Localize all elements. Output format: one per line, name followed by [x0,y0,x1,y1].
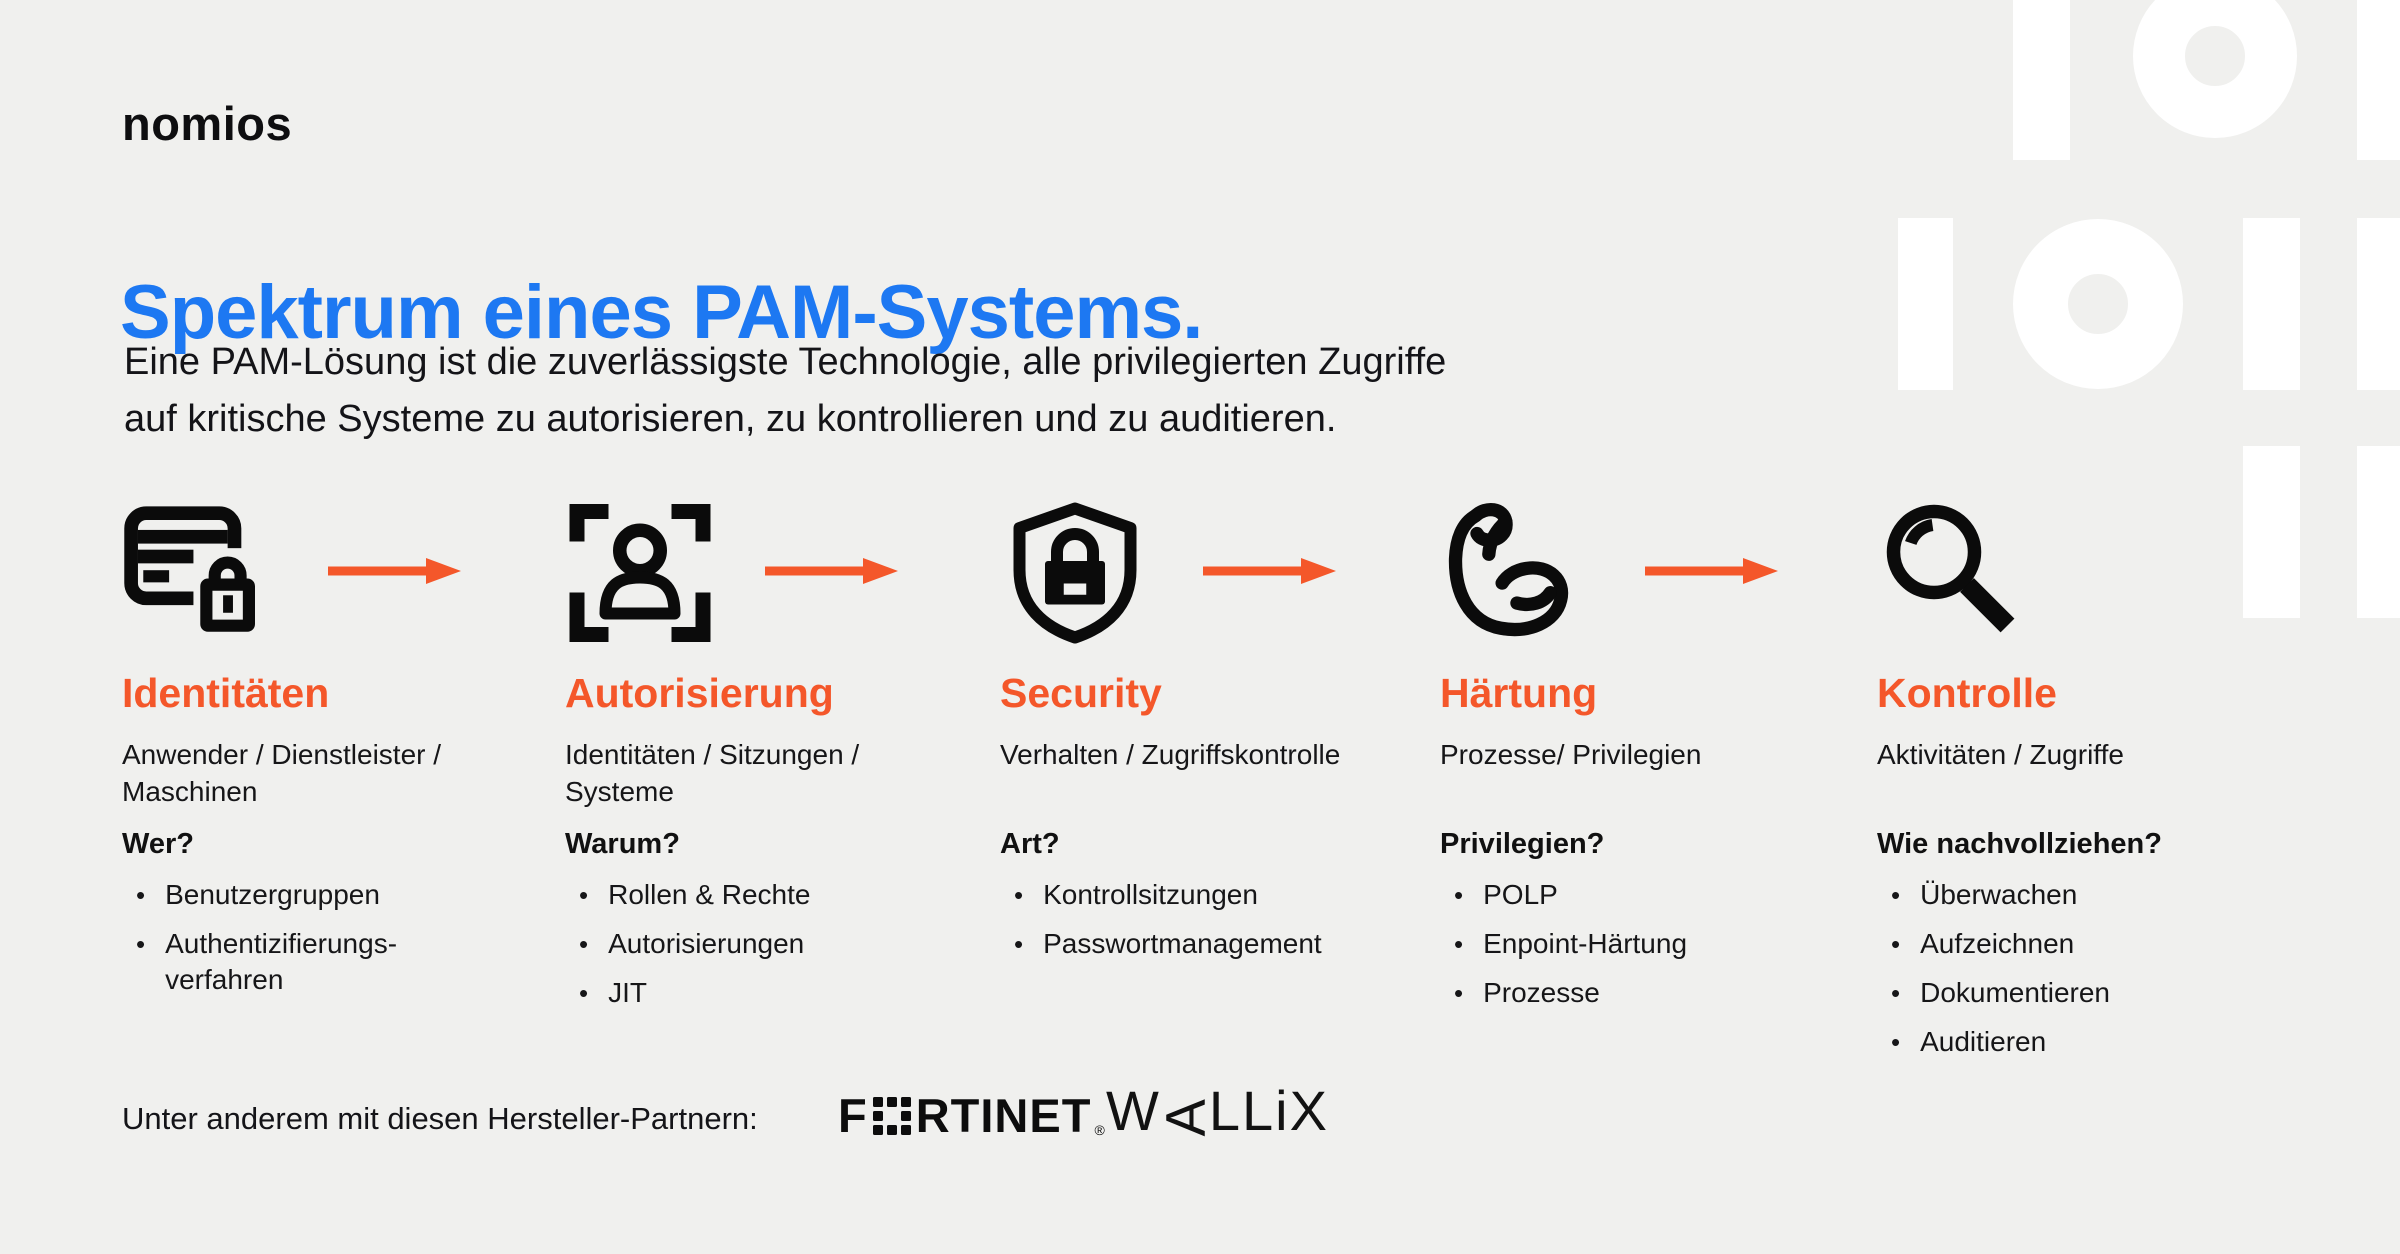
page-title: Spektrum eines PAM-Systems. [120,269,1203,355]
step-question: Art? [1000,828,1060,860]
bullet-icon: • [1014,929,1024,959]
wallix-logo: W A LLiX [1106,1078,1329,1143]
step-title: Kontrolle [1877,670,2057,716]
list-item: •Benutzergruppen [136,877,427,913]
bullet-icon: • [1891,880,1901,910]
list-item: •Kontrollsitzungen [1014,877,1322,913]
step-question-block: Wie nachvollziehen? •Überwachen •Aufzeic… [1877,828,2162,1073]
pattern-bar [2357,0,2400,160]
bullet-icon: • [579,978,589,1008]
list-item: •JIT [579,975,810,1011]
bullet-icon: • [136,880,146,910]
list-item: •Rollen & Rechte [579,877,810,913]
subtitle-line-2: auf kritische Systeme zu autorisieren, z… [124,398,1337,440]
wallix-wordmark-w: W [1106,1079,1161,1142]
step-title: Identitäten [122,670,330,716]
step-subtitle: Aktivitäten / Zugriffe [1877,739,2124,770]
step-subtitle: Prozesse/ Privilegien [1440,739,1702,770]
shield-lock-icon [1000,498,1150,658]
wallix-wordmark-rest: LLiX [1208,1079,1329,1142]
pam-step-haertung: Härtung Prozesse/ Privilegien Privilegie… [1440,498,1860,1098]
fortinet-wordmark-right: RTINET [915,1089,1092,1142]
bullet-icon: • [579,929,589,959]
partners-label: Unter anderem mit diesen Hersteller-Part… [122,1101,758,1136]
bullet-icon: • [579,880,589,910]
list-item: •Autorisierungen [579,926,810,962]
bullet-icon: • [1891,929,1901,959]
step-title: Autorisierung [565,670,834,716]
step-item-list: •POLP •Enpoint-Härtung •Prozesse [1440,877,1687,1011]
list-item: •POLP [1454,877,1687,913]
list-item: •Authentizifierungs-verfahren [136,926,427,998]
step-subtitle: Verhalten / Zugriffskontrolle [1000,739,1341,770]
identity-scan-icon [565,498,715,658]
step-item-list: •Überwachen •Aufzeichnen •Dokumentieren … [1877,877,2162,1060]
flow-arrow-icon [325,556,465,591]
step-subtitle: Identitäten / Sitzungen / Systeme [565,739,860,807]
step-item-list: •Benutzergruppen •Authentizifierungs-ver… [122,877,427,998]
list-item: •Auditieren [1891,1024,2162,1060]
pattern-bar [2243,218,2300,390]
list-item: •Dokumentieren [1891,975,2162,1011]
step-question-block: Privilegien? •POLP •Enpoint-Härtung •Pro… [1440,828,1687,1024]
pattern-bar [2357,218,2400,390]
step-question-block: Art? •Kontrollsitzungen •Passwortmanagem… [1000,828,1322,975]
step-question: Wer? [122,828,194,860]
page-subtitle: Eine PAM-Lösung ist die zuverlässigste T… [124,334,1446,448]
bullet-icon: • [136,929,146,959]
subtitle-line-1: Eine PAM-Lösung ist die zuverlässigste T… [124,341,1447,383]
list-item: •Passwortmanagement [1014,926,1322,962]
flow-arrow-icon [1200,556,1340,591]
bullet-icon: • [1454,929,1464,959]
bullet-icon: • [1891,978,1901,1008]
nomios-logo: nomios [122,97,293,150]
bullet-icon: • [1454,880,1464,910]
fortinet-o-grid-icon [872,1096,911,1135]
pattern-bar [2243,446,2300,618]
step-item-list: •Rollen & Rechte •Autorisierungen •JIT [565,877,810,1011]
list-item: •Überwachen [1891,877,2162,913]
step-question: Warum? [565,828,680,860]
list-item: •Enpoint-Härtung [1454,926,1687,962]
pam-step-security: Security Verhalten / Zugriffskontrolle A… [1000,498,1420,1098]
list-item: •Aufzeichnen [1891,926,2162,962]
step-title: Härtung [1440,670,1598,716]
step-title: Security [1000,670,1162,716]
flow-arrow-icon [1642,556,1782,591]
pattern-ring [2013,219,2183,389]
step-item-list: •Kontrollsitzungen •Passwortmanagement [1000,877,1322,962]
bullet-icon: • [1014,880,1024,910]
muscle-arm-icon [1440,498,1588,658]
pattern-ring [2133,0,2297,138]
bullet-icon: • [1891,1027,1901,1057]
pattern-bar [2357,446,2400,618]
magnifier-icon [1877,498,2027,658]
registered-trademark-mark: ® [1094,1122,1106,1138]
bullet-icon: • [1454,978,1464,1008]
pam-step-kontrolle: Kontrolle Aktivitäten / Zugriffe Wie nac… [1877,498,2297,1098]
list-item: •Prozesse [1454,975,1687,1011]
fortinet-logo: F RTINET ® [838,1088,1106,1143]
pam-step-autorisierung: Autorisierung Identitäten / Sitzungen / … [565,498,985,1098]
pattern-bar [1898,218,1953,390]
step-subtitle: Anwender / Dienstleister / Maschinen [122,739,442,807]
flow-arrow-icon [762,556,902,591]
step-question-block: Warum? •Rollen & Rechte •Autorisierungen… [565,828,810,1024]
step-question: Privilegien? [1440,828,1605,860]
step-question-block: Wer? •Benutzergruppen •Authentizifierung… [122,828,427,1011]
credit-card-lock-icon [122,498,274,658]
fortinet-wordmark-left: F [838,1089,868,1142]
wallix-rotated-a: A [1153,1097,1217,1137]
pattern-bar [2013,0,2070,160]
step-question: Wie nachvollziehen? [1877,828,2162,860]
pam-step-identitaeten: Identitäten Anwender / Dienstleister / M… [122,498,542,1098]
